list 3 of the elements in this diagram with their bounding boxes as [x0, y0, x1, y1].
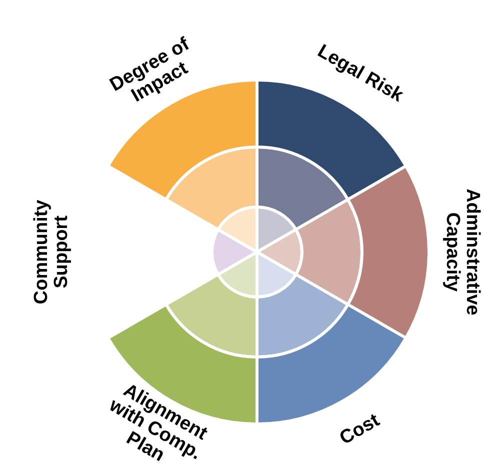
sector-label: Cost — [328, 406, 390, 454]
sector-label: Community Support — [32, 197, 72, 307]
sector-label: Adminstrative Capacity — [442, 182, 482, 322]
